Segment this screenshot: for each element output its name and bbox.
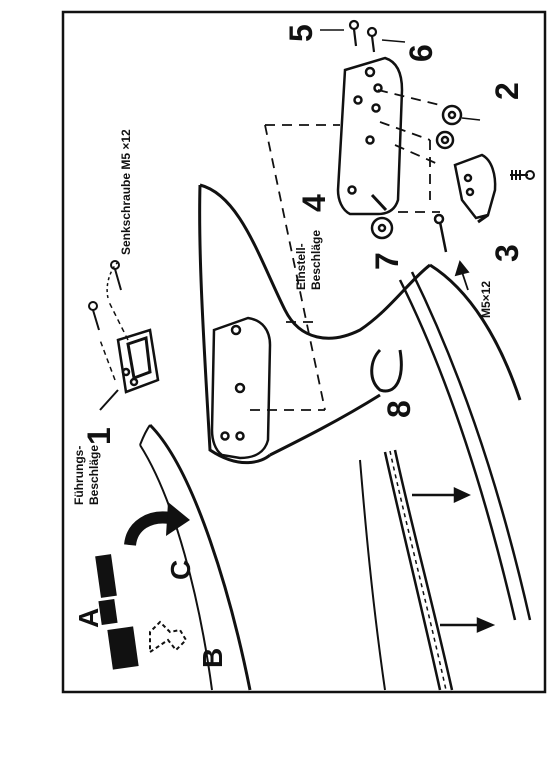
arrow-m5-right [454,260,470,291]
mounting-plate-hull [210,316,272,460]
label-b: B [197,648,228,668]
washer-screw-7 [370,213,448,253]
label-7: 7 [369,252,405,270]
curved-arrow-c [124,502,190,547]
label-senkschraube: Senkschraube M5 ×12 [119,129,133,255]
hull-part-left [139,423,252,691]
label-a: A [73,608,104,628]
marker-blocks-a [95,554,139,670]
label-einstell-1: Einstell- [294,243,308,290]
label-4: 4 [296,194,332,212]
bracket-3 [453,153,497,224]
label-einstell-2: Beschläge [309,230,323,290]
rail-arrows [412,487,496,633]
label-2: 2 [489,82,525,100]
label-1: 1 [81,427,117,445]
label-3: 3 [489,244,525,262]
dashed-arrow-b [149,620,188,654]
guide-fitting-1 [99,261,160,411]
label-5: 5 [283,24,319,42]
countersunk-screws [88,260,122,331]
label-m5x12: M5×12 [479,281,493,318]
hull-main [198,183,522,465]
screw-3 [510,170,535,180]
label-8: 8 [381,400,417,418]
label-fuehrungs-1: Führungs- [72,446,86,505]
screws-5-6 [320,19,406,53]
label-fuehrungs-2: Beschläge [87,445,101,505]
frame-border [61,10,547,694]
rail-part-8 [359,271,532,691]
label-6: 6 [403,44,439,62]
dashed-leaders [250,89,441,411]
washers-2 [435,104,481,150]
label-c: C [165,560,196,580]
adjust-fitting-4 [336,56,404,216]
